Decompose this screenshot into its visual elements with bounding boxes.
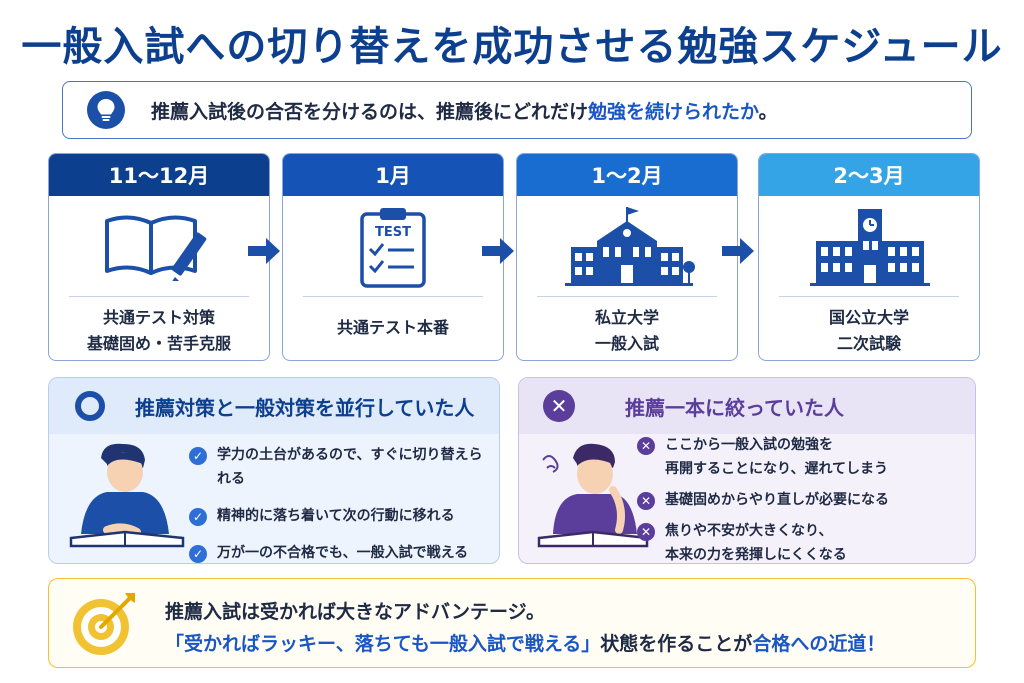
step-jan: 1月 TEST 共通テスト本番 — [282, 153, 504, 361]
step-period: 2〜3月 — [759, 154, 979, 196]
test-clipboard-icon: TEST — [283, 196, 503, 296]
list-item: ✓ 万が一の不合格でも、一般入試で戦える — [189, 544, 489, 563]
bad-panel-header: ✕ 推薦一本に絞っていた人 — [519, 378, 975, 434]
arrow-right-icon — [482, 238, 514, 264]
bad-list: ✕ ここから一般入試の勉強を 再開することになり、遅れてしまう ✕ 基礎固めから… — [637, 436, 967, 563]
cross-small-icon: ✕ — [637, 437, 655, 455]
step-label: 私立大学 一般入試 — [517, 297, 737, 357]
arrow-right-icon — [248, 238, 280, 264]
list-item-text-line: 再開することになり、遅れてしまう — [665, 461, 889, 477]
page-title: 一般入試への切り替えを成功させる勉強スケジュール — [21, 24, 1003, 70]
step-label-line1: 国公立大学 — [828, 308, 909, 327]
lead-text-after: 。 — [758, 100, 778, 123]
step-period: 11〜12月 — [49, 154, 269, 196]
step-divider — [779, 296, 959, 297]
step-label: 共通テスト対策 基礎固め・苦手克服 — [49, 297, 269, 357]
list-item-text-line: ここから一般入試の勉強を — [665, 437, 833, 453]
lightbulb-icon — [87, 91, 125, 129]
step-feb-mar: 2〜3月 国公立大学 二次試験 — [758, 153, 980, 361]
worried-student-illustration — [533, 438, 653, 560]
step-divider — [537, 296, 717, 297]
step-label-line2: 基礎固め・苦手克服 — [86, 334, 231, 353]
bottom-goal: 合格への近道 — [752, 633, 867, 655]
list-item: ✕ ここから一般入試の勉強を 再開することになり、遅れてしまう — [637, 436, 967, 481]
list-item-text: 万が一の不合格でも、一般入試で戦える — [217, 545, 469, 561]
list-item-text-line: 本来の力を発揮しにくくなる — [665, 547, 847, 563]
cross-small-icon: ✕ — [637, 523, 655, 541]
list-item: ✓ 学力の土台があるので、すぐに切り替えられる — [189, 446, 489, 491]
step-label: 共通テスト本番 — [283, 297, 503, 341]
list-item: ✕ 焦りや不安が大きくなり、 本来の力を発揮しにくくなる — [637, 519, 967, 563]
list-item-text: 基礎固めからやり直しが必要になる — [665, 492, 889, 508]
cross-small-icon: ✕ — [637, 492, 655, 510]
step-label-line2: 一般入試 — [594, 334, 659, 353]
bottom-quote: 「受かればラッキー、落ちても一般入試で戦える」 — [165, 633, 601, 655]
step-divider — [303, 296, 483, 297]
check-icon: ✓ — [189, 447, 207, 465]
list-item-text: 焦りや不安が大きくなり、 本来の力を発揮しにくくなる — [665, 519, 847, 563]
bottom-end: ！ — [866, 633, 886, 655]
cross-icon: ✕ — [543, 390, 575, 422]
national-university-icon — [759, 196, 979, 296]
good-panel: 推薦対策と一般対策を並行していた人 ✓ 学力の土台があるので、すぐに切り替えられ… — [48, 377, 500, 564]
step-period: 1月 — [283, 154, 503, 196]
bad-panel-title: 推薦一本に絞っていた人 — [625, 395, 844, 420]
check-icon: ✓ — [189, 508, 207, 526]
bottom-line2: 「受かればラッキー、落ちても一般入試で戦える」状態を作ることが合格への近道！ — [165, 629, 885, 656]
list-item-text: ここから一般入試の勉強を 再開することになり、遅れてしまう — [665, 433, 888, 481]
list-item-text: 精神的に落ち着いて次の行動に移れる — [217, 508, 455, 524]
step-label: 国公立大学 二次試験 — [759, 297, 979, 357]
list-item: ✓ 精神的に落ち着いて次の行動に移れる — [189, 507, 489, 528]
step-jan-feb: 1〜2月 私立大学 一般入試 — [516, 153, 738, 361]
list-item: ✕ 基礎固めからやり直しが必要になる — [637, 491, 967, 512]
step-label-line1: 共通テスト対策 — [102, 308, 215, 327]
bottom-mid: 状態を作ることが — [600, 633, 753, 655]
private-university-icon — [517, 196, 737, 296]
list-item-text-line: 焦りや不安が大きくなり、 — [665, 523, 833, 539]
test-text: TEST — [375, 225, 411, 240]
bottom-line1: 推薦入試は受かれば大きなアドバンテージ。 — [165, 601, 546, 623]
good-list: ✓ 学力の土台があるので、すぐに切り替えられる ✓ 精神的に落ち着いて次の行動に… — [189, 446, 489, 563]
lead-text-before: 推薦入試後の合否を分けるのは、推薦後にどれだけ — [151, 100, 589, 123]
bottom-banner: 推薦入試は受かれば大きなアドバンテージ。 「受かればラッキー、落ちても一般入試で… — [48, 578, 976, 668]
good-panel-title: 推薦対策と一般対策を並行していた人 — [135, 395, 475, 420]
target-arrow-icon — [69, 589, 139, 663]
lead-text: 推薦入試後の合否を分けるのは、推薦後にどれだけ勉強を続けられたか。 — [151, 97, 778, 124]
step-period: 1〜2月 — [517, 154, 737, 196]
step-label-line1: 私立大学 — [594, 308, 659, 327]
step-divider — [69, 296, 249, 297]
lead-text-highlight: 勉強を続けられたか — [588, 100, 759, 123]
step-label-line2: 二次試験 — [836, 334, 901, 353]
list-item-text: 学力の土台があるので、すぐに切り替えられる — [217, 447, 483, 487]
student-writing-illustration — [67, 438, 187, 560]
lead-banner: 推薦入試後の合否を分けるのは、推薦後にどれだけ勉強を続けられたか。 — [62, 81, 972, 139]
check-icon: ✓ — [189, 545, 207, 563]
circle-icon — [75, 391, 105, 421]
step-label-line1: 共通テスト本番 — [336, 318, 449, 337]
step-nov-dec: 11〜12月 共通テスト対策 基礎固め・苦手克服 — [48, 153, 270, 361]
arrow-right-icon — [722, 238, 754, 264]
bad-panel: ✕ 推薦一本に絞っていた人 ✕ ここから一般入試の勉強を 再開することになり、遅… — [518, 377, 976, 564]
good-panel-header: 推薦対策と一般対策を並行していた人 — [49, 378, 499, 434]
book-pencil-icon — [49, 196, 269, 296]
